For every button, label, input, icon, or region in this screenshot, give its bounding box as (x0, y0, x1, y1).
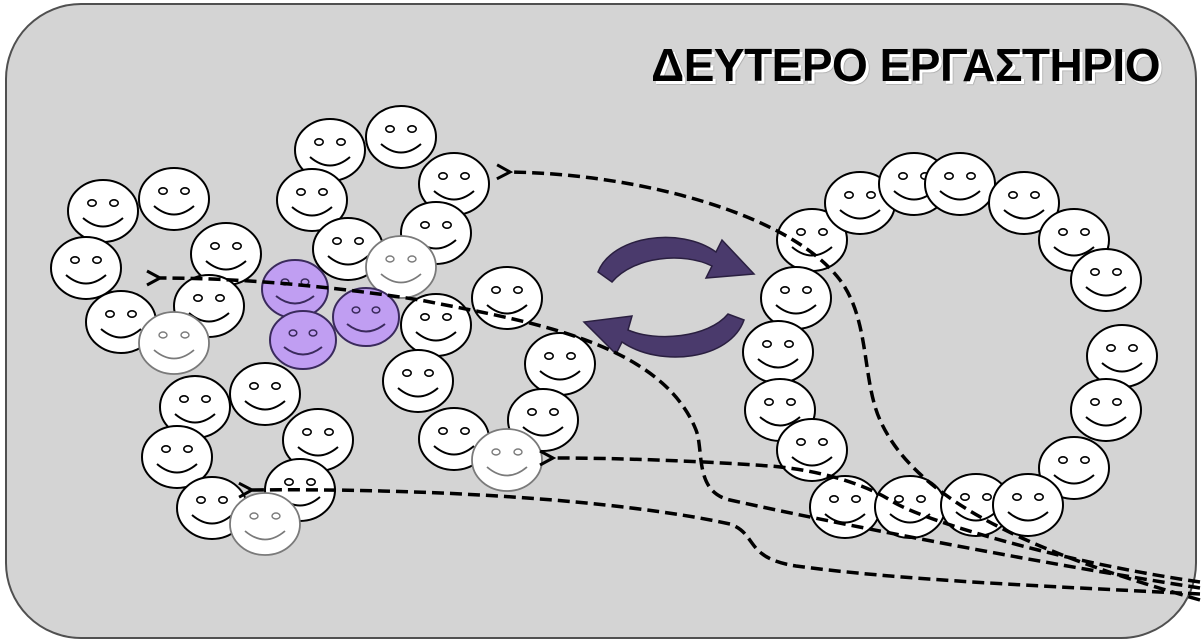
smiley-face-icon (382, 349, 454, 413)
cycle-arrows-icon (582, 236, 756, 358)
faded-smiley-face-icon (471, 428, 543, 492)
faded-smiley-face-icon (229, 492, 301, 556)
purple-smiley-face-icon (261, 259, 329, 319)
smiley-face-icon (229, 362, 301, 426)
smiley-face-icon (992, 473, 1064, 537)
dashed-arrows (160, 172, 1201, 602)
faded-smiley-face-icon (138, 311, 210, 375)
smiley-face-icon (742, 320, 814, 384)
dashed-arrow-icon (252, 490, 1201, 596)
smiley-face-icon (1070, 378, 1142, 442)
page-title: ΔΕΥΤΕΡΟ ΕΡΓΑΣΤΗΡΙΟ (651, 39, 1160, 91)
dashed-arrow-icon (160, 278, 1201, 590)
smiley-face-icon (924, 152, 996, 216)
purple-smiley-face-icon (269, 310, 337, 370)
smiley-face-icon (1070, 248, 1142, 312)
smiley-face-icon (760, 266, 832, 330)
dashed-arrow-icon (510, 172, 1201, 602)
smiley-face-icon (1086, 324, 1158, 388)
smiley-face-icon (365, 105, 437, 169)
smiley-face-icon (67, 179, 139, 243)
smiley-face-icon (400, 293, 472, 357)
dashed-arrow-icon (553, 458, 1201, 584)
smiley-face-icon (50, 236, 122, 300)
smiley-face-icon (471, 266, 543, 330)
smiley-face-icon (524, 332, 596, 396)
smiley-face-icon (138, 167, 210, 231)
